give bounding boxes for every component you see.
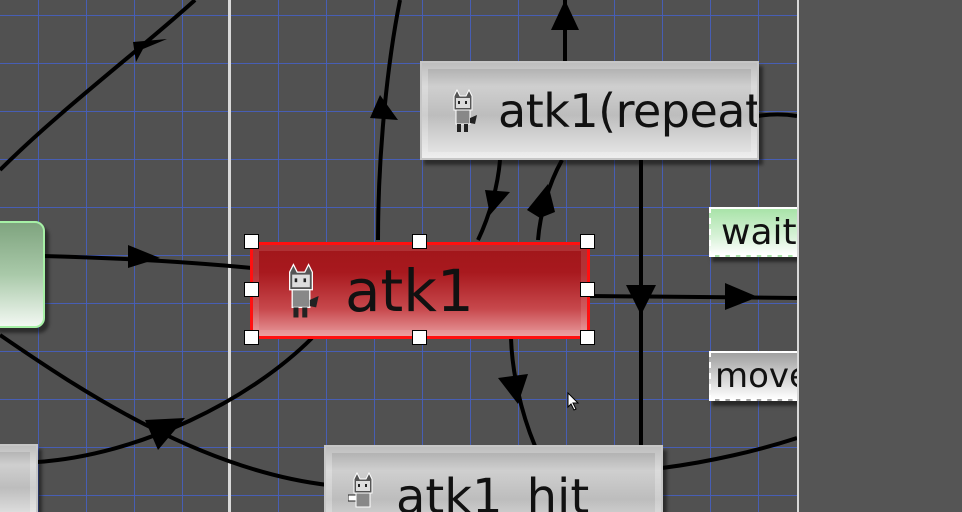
state-node-left-gray[interactable] xyxy=(0,444,38,512)
state-node-label: move xyxy=(715,356,797,396)
state-node-label: atk1(repeat xyxy=(498,83,759,138)
edge-atk1-to-repeat xyxy=(536,159,564,241)
resize-handle-tr[interactable] xyxy=(580,234,595,249)
state-node-label: atk1 xyxy=(345,256,474,325)
edge-green-to-hit xyxy=(0,333,329,487)
state-graph-canvas[interactable]: atk1(repeat atk1 xyxy=(0,0,797,512)
edge-hit-right xyxy=(661,436,797,470)
resize-handle-br[interactable] xyxy=(580,330,595,345)
resize-handle-tm[interactable] xyxy=(412,234,427,249)
edge-atk1-up xyxy=(376,0,402,241)
resize-handle-bm[interactable] xyxy=(412,330,427,345)
inspector-panel xyxy=(797,0,962,512)
edge-green-to-atk1 xyxy=(42,254,253,270)
state-node-atk1-repeat[interactable]: atk1(repeat xyxy=(420,61,759,160)
state-node-atk1-hit[interactable]: atk1_hit xyxy=(324,445,663,512)
edge-repeat-right xyxy=(757,112,797,118)
character-sprite-icon xyxy=(448,88,478,134)
resize-handle-ml[interactable] xyxy=(244,282,259,297)
state-node-atk1[interactable]: atk1 xyxy=(250,242,590,339)
canvas-divider xyxy=(228,0,231,512)
resize-handle-tl[interactable] xyxy=(244,234,259,249)
state-node-move[interactable]: move xyxy=(709,351,797,401)
state-node-wait[interactable]: wait xyxy=(709,207,797,257)
edge-repeat-to-atk1 xyxy=(476,159,502,241)
state-node-label: atk1_hit xyxy=(396,469,590,512)
resize-handle-mr[interactable] xyxy=(580,282,595,297)
edge-atk1-right xyxy=(589,294,797,300)
edge-topleft xyxy=(0,0,197,172)
character-sprite-icon xyxy=(347,471,378,512)
character-sprite-icon xyxy=(281,262,321,320)
state-node-left-green[interactable] xyxy=(0,221,45,328)
resize-handle-bl[interactable] xyxy=(244,330,259,345)
edge-atk1-to-hit xyxy=(509,337,537,447)
state-node-label: wait xyxy=(721,211,797,253)
mouse-cursor-icon xyxy=(567,392,580,411)
edge-gray-to-atk1 xyxy=(36,336,314,464)
